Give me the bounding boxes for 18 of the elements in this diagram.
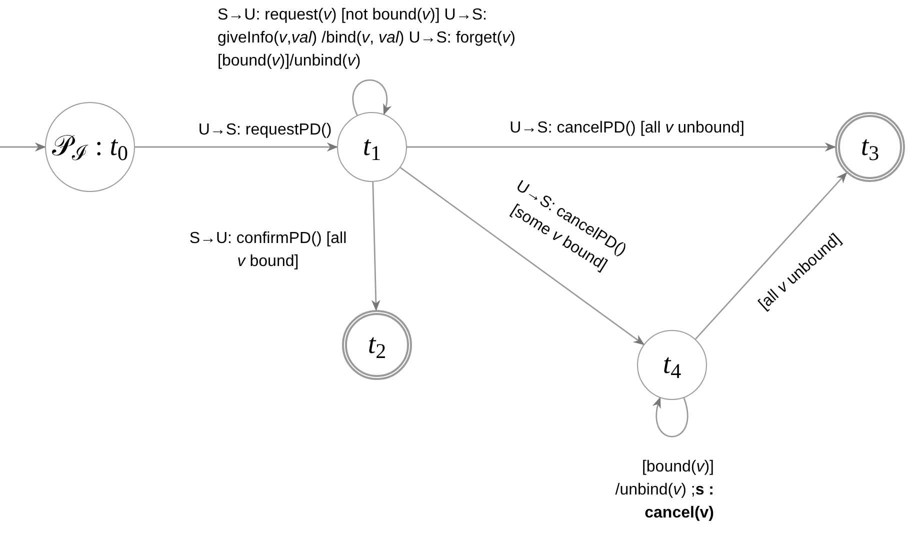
self-loop-arrow bbox=[653, 396, 688, 438]
state-label: t$_{4}$ bbox=[662, 351, 682, 379]
transition-arrow bbox=[695, 172, 848, 340]
transition-arrow bbox=[135, 142, 338, 152]
edge-label: [bound(v)] /unbind(v) ;s : cancel(v) bbox=[614, 458, 714, 524]
edge-label: S→U: confirmPD() [all v bound] bbox=[188, 229, 348, 272]
edge-label: S→U: request(v) [not bound(v)] U→S: giveInfo(v,val) /bind(v, val) U→S: forget(v) [bound(v)]/unbind(v) bbox=[218, 6, 516, 72]
edge-label: U→S: cancelPD() [all v unbound] bbox=[508, 118, 746, 138]
transition-arrow bbox=[407, 142, 836, 152]
state-label: t$_{2}$ bbox=[368, 331, 386, 359]
self-loop-arrow bbox=[352, 79, 391, 116]
initial-arrow bbox=[0, 142, 46, 152]
transition-arrow bbox=[371, 182, 380, 312]
edge-label: U→S: requestPD() bbox=[197, 120, 333, 140]
state-label: 𝒫$_{ℐ}$ : t$_{0}$ bbox=[52, 133, 128, 161]
transition-arrow bbox=[400, 167, 645, 346]
state-label: t$_{1}$ bbox=[362, 133, 382, 161]
state-label: t$_{3}$ bbox=[860, 133, 880, 161]
